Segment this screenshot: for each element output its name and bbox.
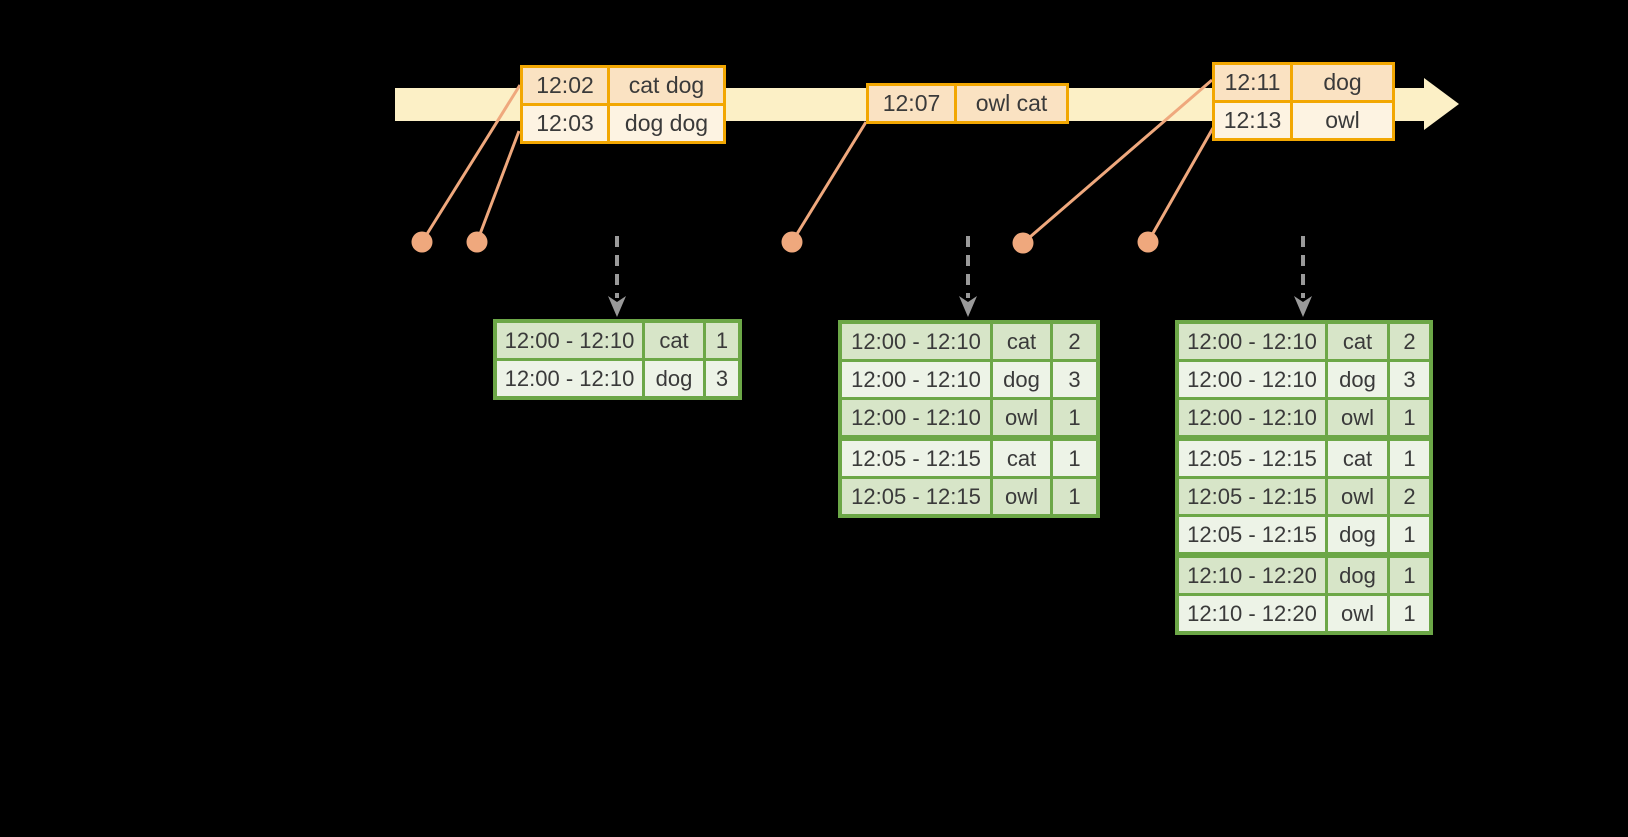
result-word-cell: owl xyxy=(993,400,1050,435)
result-window-cell: 12:00 - 12:10 xyxy=(842,324,990,359)
event-connector-line xyxy=(1022,78,1213,245)
result-window-cell: 12:05 - 12:15 xyxy=(1179,517,1325,552)
result-row: 12:00 - 12:10 dog 3 xyxy=(1179,362,1429,397)
result-count-cell: 3 xyxy=(706,361,738,396)
event-words-cell: owl cat xyxy=(957,86,1066,121)
result-table-3: 12:00 - 12:10 cat 2 12:00 - 12:10 dog 3 … xyxy=(1175,320,1433,635)
result-row: 12:00 - 12:10 owl 1 xyxy=(1179,400,1429,435)
result-row: 12:10 - 12:20 dog 1 xyxy=(1179,558,1429,593)
trigger-arrowhead-icon xyxy=(608,296,626,317)
event-time-cell: 12:03 xyxy=(523,106,607,141)
trigger-arrowhead-icon xyxy=(959,296,977,317)
result-word-cell: owl xyxy=(1328,400,1387,435)
event-time-cell: 12:13 xyxy=(1215,103,1290,138)
result-row: 12:05 - 12:15 owl 1 xyxy=(842,479,1096,514)
event-time-cell: 12:11 xyxy=(1215,65,1290,100)
result-window-cell: 12:10 - 12:20 xyxy=(1179,558,1325,593)
result-count-cell: 1 xyxy=(706,323,738,358)
result-word-cell: cat xyxy=(1328,324,1387,359)
timeline-arrowhead-icon xyxy=(1424,78,1459,130)
result-window-cell: 12:10 - 12:20 xyxy=(1179,596,1325,631)
result-window-cell: 12:00 - 12:10 xyxy=(497,323,642,358)
event-words-cell: cat dog xyxy=(610,68,723,103)
result-count-cell: 2 xyxy=(1390,324,1429,359)
event-row: 12:11 dog xyxy=(1215,65,1392,100)
result-word-cell: dog xyxy=(1328,558,1387,593)
result-window-cell: 12:05 - 12:15 xyxy=(842,479,990,514)
event-dot xyxy=(1012,232,1034,254)
result-count-cell: 1 xyxy=(1390,400,1429,435)
event-dot xyxy=(411,231,433,253)
result-count-cell: 3 xyxy=(1390,362,1429,397)
event-time-cell: 12:07 xyxy=(869,86,954,121)
result-count-cell: 2 xyxy=(1390,479,1429,514)
result-count-cell: 1 xyxy=(1390,596,1429,631)
event-row: 12:02 cat dog xyxy=(523,68,723,103)
result-window-cell: 12:00 - 12:10 xyxy=(1179,400,1325,435)
result-window-cell: 12:05 - 12:15 xyxy=(1179,479,1325,514)
event-dot xyxy=(781,231,803,253)
result-row: 12:05 - 12:15 dog 1 xyxy=(1179,517,1429,552)
result-row: 12:00 - 12:10 cat 2 xyxy=(1179,324,1429,359)
result-word-cell: dog xyxy=(645,361,703,396)
result-count-cell: 2 xyxy=(1053,324,1096,359)
result-count-cell: 1 xyxy=(1390,517,1429,552)
result-row: 12:10 - 12:20 owl 1 xyxy=(1179,596,1429,631)
event-row: 12:07 owl cat xyxy=(869,86,1066,121)
result-word-cell: cat xyxy=(993,324,1050,359)
result-row: 12:00 - 12:10 cat 2 xyxy=(842,324,1096,359)
event-row: 12:03 dog dog xyxy=(523,106,723,141)
result-row: 12:00 - 12:10 cat 1 xyxy=(497,323,738,358)
result-window-cell: 12:05 - 12:15 xyxy=(1179,441,1325,476)
result-window-cell: 12:00 - 12:10 xyxy=(497,361,642,396)
result-word-cell: dog xyxy=(1328,362,1387,397)
result-word-cell: dog xyxy=(993,362,1050,397)
result-count-cell: 1 xyxy=(1390,441,1429,476)
result-table-2: 12:00 - 12:10 cat 2 12:00 - 12:10 dog 3 … xyxy=(838,320,1100,518)
result-word-cell: cat xyxy=(993,441,1050,476)
result-count-cell: 1 xyxy=(1053,400,1096,435)
result-table-1: 12:00 - 12:10 cat 1 12:00 - 12:10 dog 3 xyxy=(493,319,742,400)
event-dot xyxy=(466,231,488,253)
result-word-cell: owl xyxy=(1328,596,1387,631)
result-word-cell: owl xyxy=(1328,479,1387,514)
event-time-cell: 12:02 xyxy=(523,68,607,103)
event-words-cell: owl xyxy=(1293,103,1392,138)
result-count-cell: 1 xyxy=(1053,479,1096,514)
event-connector-line xyxy=(475,130,521,243)
result-row: 12:05 - 12:15 owl 2 xyxy=(1179,479,1429,514)
event-words-cell: dog xyxy=(1293,65,1392,100)
result-row: 12:00 - 12:10 owl 1 xyxy=(842,400,1096,435)
result-window-cell: 12:00 - 12:10 xyxy=(1179,324,1325,359)
result-row: 12:00 - 12:10 dog 3 xyxy=(497,361,738,396)
result-word-cell: cat xyxy=(645,323,703,358)
trigger-arrowhead-icon xyxy=(1294,296,1312,317)
result-window-cell: 12:00 - 12:10 xyxy=(842,362,990,397)
event-table-2: 12:07 owl cat xyxy=(866,83,1069,124)
result-word-cell: dog xyxy=(1328,517,1387,552)
event-row: 12:13 owl xyxy=(1215,103,1392,138)
event-dots xyxy=(411,231,1159,254)
event-connector-line xyxy=(420,84,522,243)
result-count-cell: 1 xyxy=(1053,441,1096,476)
result-count-cell: 3 xyxy=(1053,362,1096,397)
event-connector-line xyxy=(790,121,868,243)
result-row: 12:00 - 12:10 dog 3 xyxy=(842,362,1096,397)
result-word-cell: cat xyxy=(1328,441,1387,476)
result-window-cell: 12:00 - 12:10 xyxy=(842,400,990,435)
event-table-1: 12:02 cat dog 12:03 dog dog xyxy=(520,65,726,144)
event-words-cell: dog dog xyxy=(610,106,723,141)
result-window-cell: 12:05 - 12:15 xyxy=(842,441,990,476)
result-row: 12:05 - 12:15 cat 1 xyxy=(1179,441,1429,476)
trigger-arrows xyxy=(608,236,1312,317)
result-window-cell: 12:00 - 12:10 xyxy=(1179,362,1325,397)
event-dot xyxy=(1137,231,1159,253)
result-count-cell: 1 xyxy=(1390,558,1429,593)
result-row: 12:05 - 12:15 cat 1 xyxy=(842,441,1096,476)
event-connector-lines xyxy=(420,78,1215,245)
event-connector-line xyxy=(1146,127,1215,243)
result-word-cell: owl xyxy=(993,479,1050,514)
event-table-3: 12:11 dog 12:13 owl xyxy=(1212,62,1395,141)
